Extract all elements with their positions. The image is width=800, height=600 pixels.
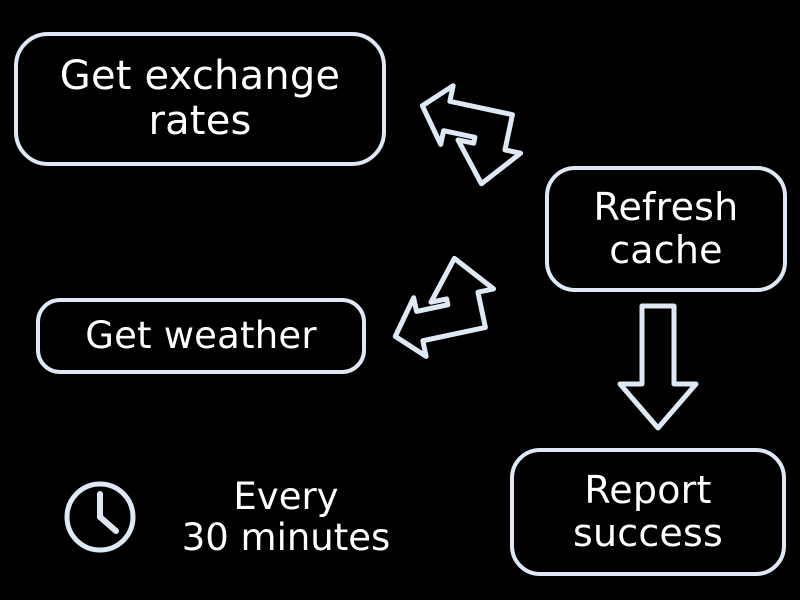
- arrow-exchange-to-refresh-icon: [398, 83, 538, 196]
- node-label: Get exchange rates: [59, 53, 341, 144]
- node-refresh-cache[interactable]: Refresh cache: [545, 166, 787, 292]
- arrow-refresh-to-report-icon: [612, 300, 704, 434]
- node-label: Get weather: [85, 314, 317, 358]
- node-label: Refresh cache: [593, 185, 739, 272]
- schedule-label: Every 30 minutes: [181, 474, 391, 559]
- node-report-success[interactable]: Report success: [510, 448, 786, 576]
- node-get-exchange-rates[interactable]: Get exchange rates: [14, 32, 386, 166]
- node-label: Report success: [572, 468, 724, 555]
- clock-icon: [60, 477, 140, 557]
- arrow-weather-to-refresh-icon: [372, 246, 512, 359]
- schedule-annotation: Every 30 minutes: [60, 462, 410, 572]
- node-get-weather[interactable]: Get weather: [36, 298, 366, 374]
